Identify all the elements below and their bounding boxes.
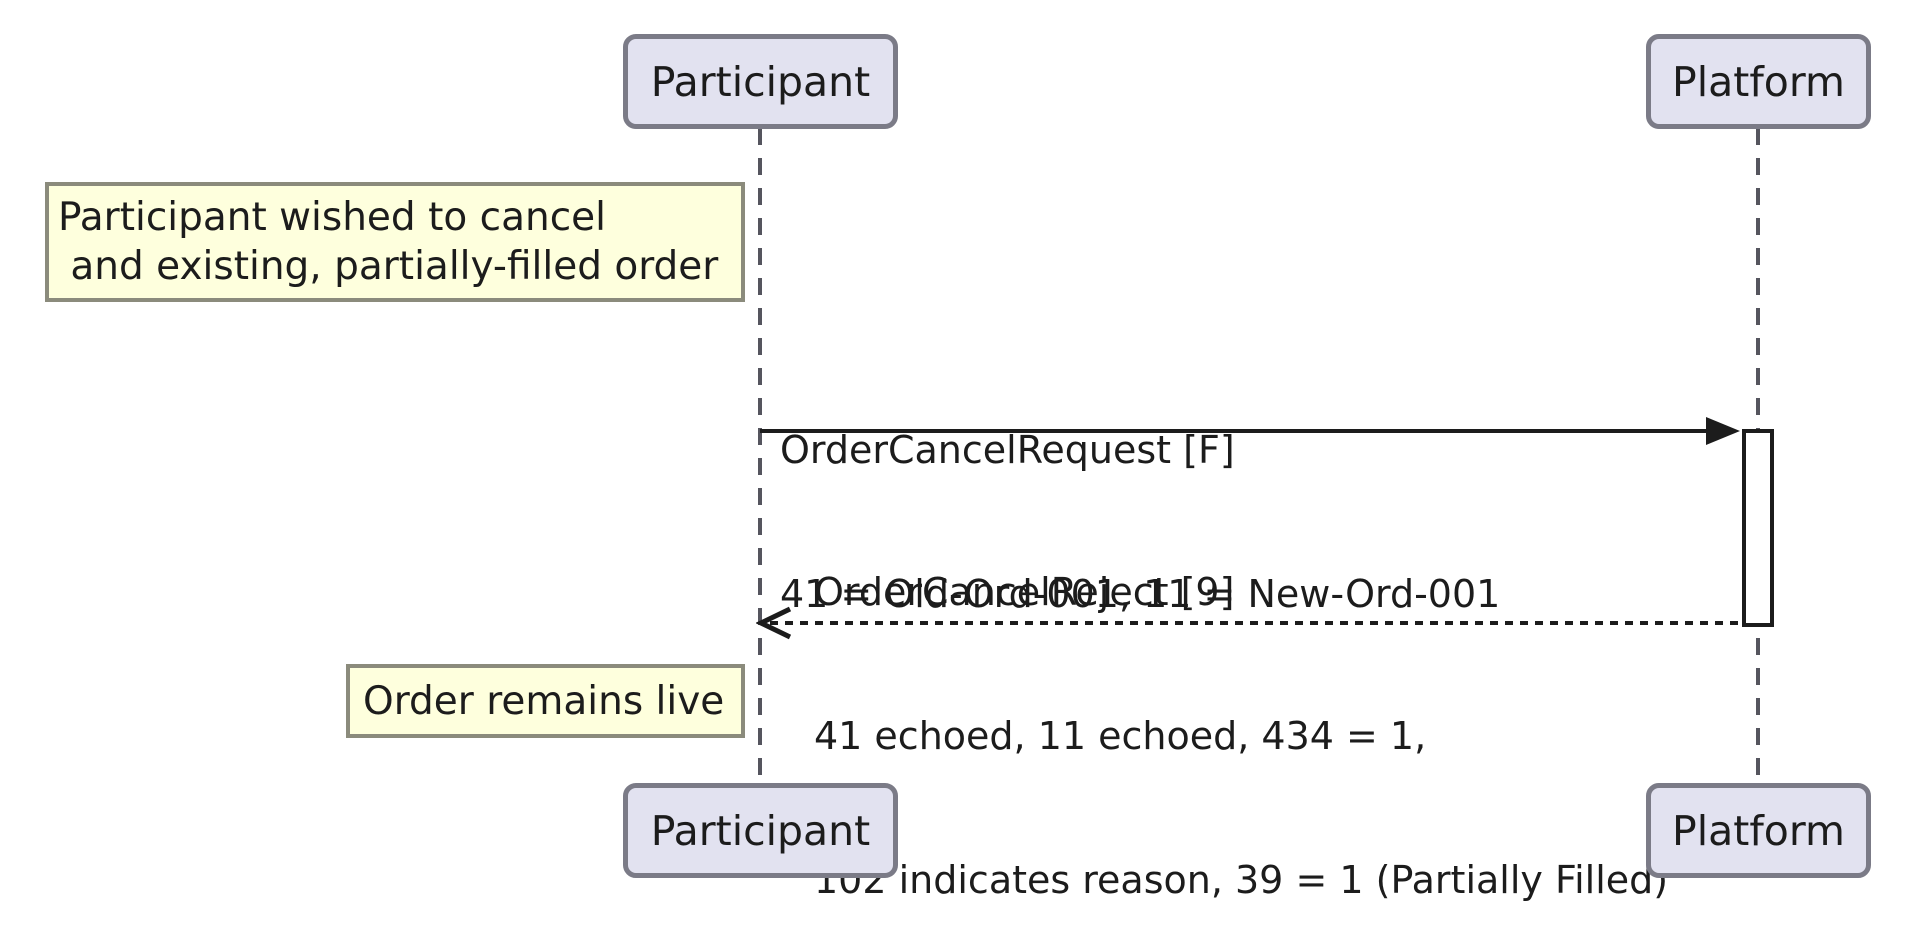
arrowhead-left-open-icon bbox=[756, 606, 792, 640]
message-line: 102 indicates reason, 39 = 1 (Partially … bbox=[814, 858, 1669, 902]
message-line: OrderCancelReject [9] bbox=[814, 570, 1235, 614]
actor-top-platform: Platform bbox=[1646, 34, 1871, 129]
note-cancel-intent: Participant wished to cancel and existin… bbox=[45, 182, 745, 302]
message-line: 41 echoed, 11 echoed, 434 = 1, bbox=[814, 714, 1427, 758]
actor-label: Platform bbox=[1672, 57, 1845, 106]
actor-bottom-participant: Participant bbox=[623, 783, 898, 878]
message-order-cancel-request-arrow-line bbox=[760, 429, 1712, 433]
message-order-cancel-reject-arrow-line bbox=[770, 621, 1742, 625]
actor-bottom-platform: Platform bbox=[1646, 783, 1871, 878]
note-order-remains-live: Order remains live bbox=[346, 664, 745, 738]
actor-label: Participant bbox=[650, 806, 871, 855]
message-order-cancel-reject-label: OrderCancelReject [9] 41 echoed, 11 echo… bbox=[814, 472, 1668, 938]
note-line: Participant wished to cancel bbox=[58, 195, 606, 240]
message-line: 41 = Old-Ord-001, 11 = New-Ord-001 bbox=[780, 572, 1501, 616]
message-line: OrderCancelRequest [F] bbox=[780, 428, 1235, 472]
lifeline-participant bbox=[758, 128, 762, 784]
actor-label: Platform bbox=[1672, 806, 1845, 855]
note-line: Order remains live bbox=[363, 678, 725, 724]
activation-bar-platform bbox=[1742, 429, 1774, 627]
message-order-cancel-request-label: OrderCancelRequest [F] 41 = Old-Ord-001,… bbox=[780, 330, 1500, 714]
arrowhead-right-icon bbox=[1706, 417, 1740, 445]
actor-label: Participant bbox=[650, 57, 871, 106]
actor-top-participant: Participant bbox=[623, 34, 898, 129]
note-line: and existing, partially-filled order bbox=[58, 244, 719, 289]
